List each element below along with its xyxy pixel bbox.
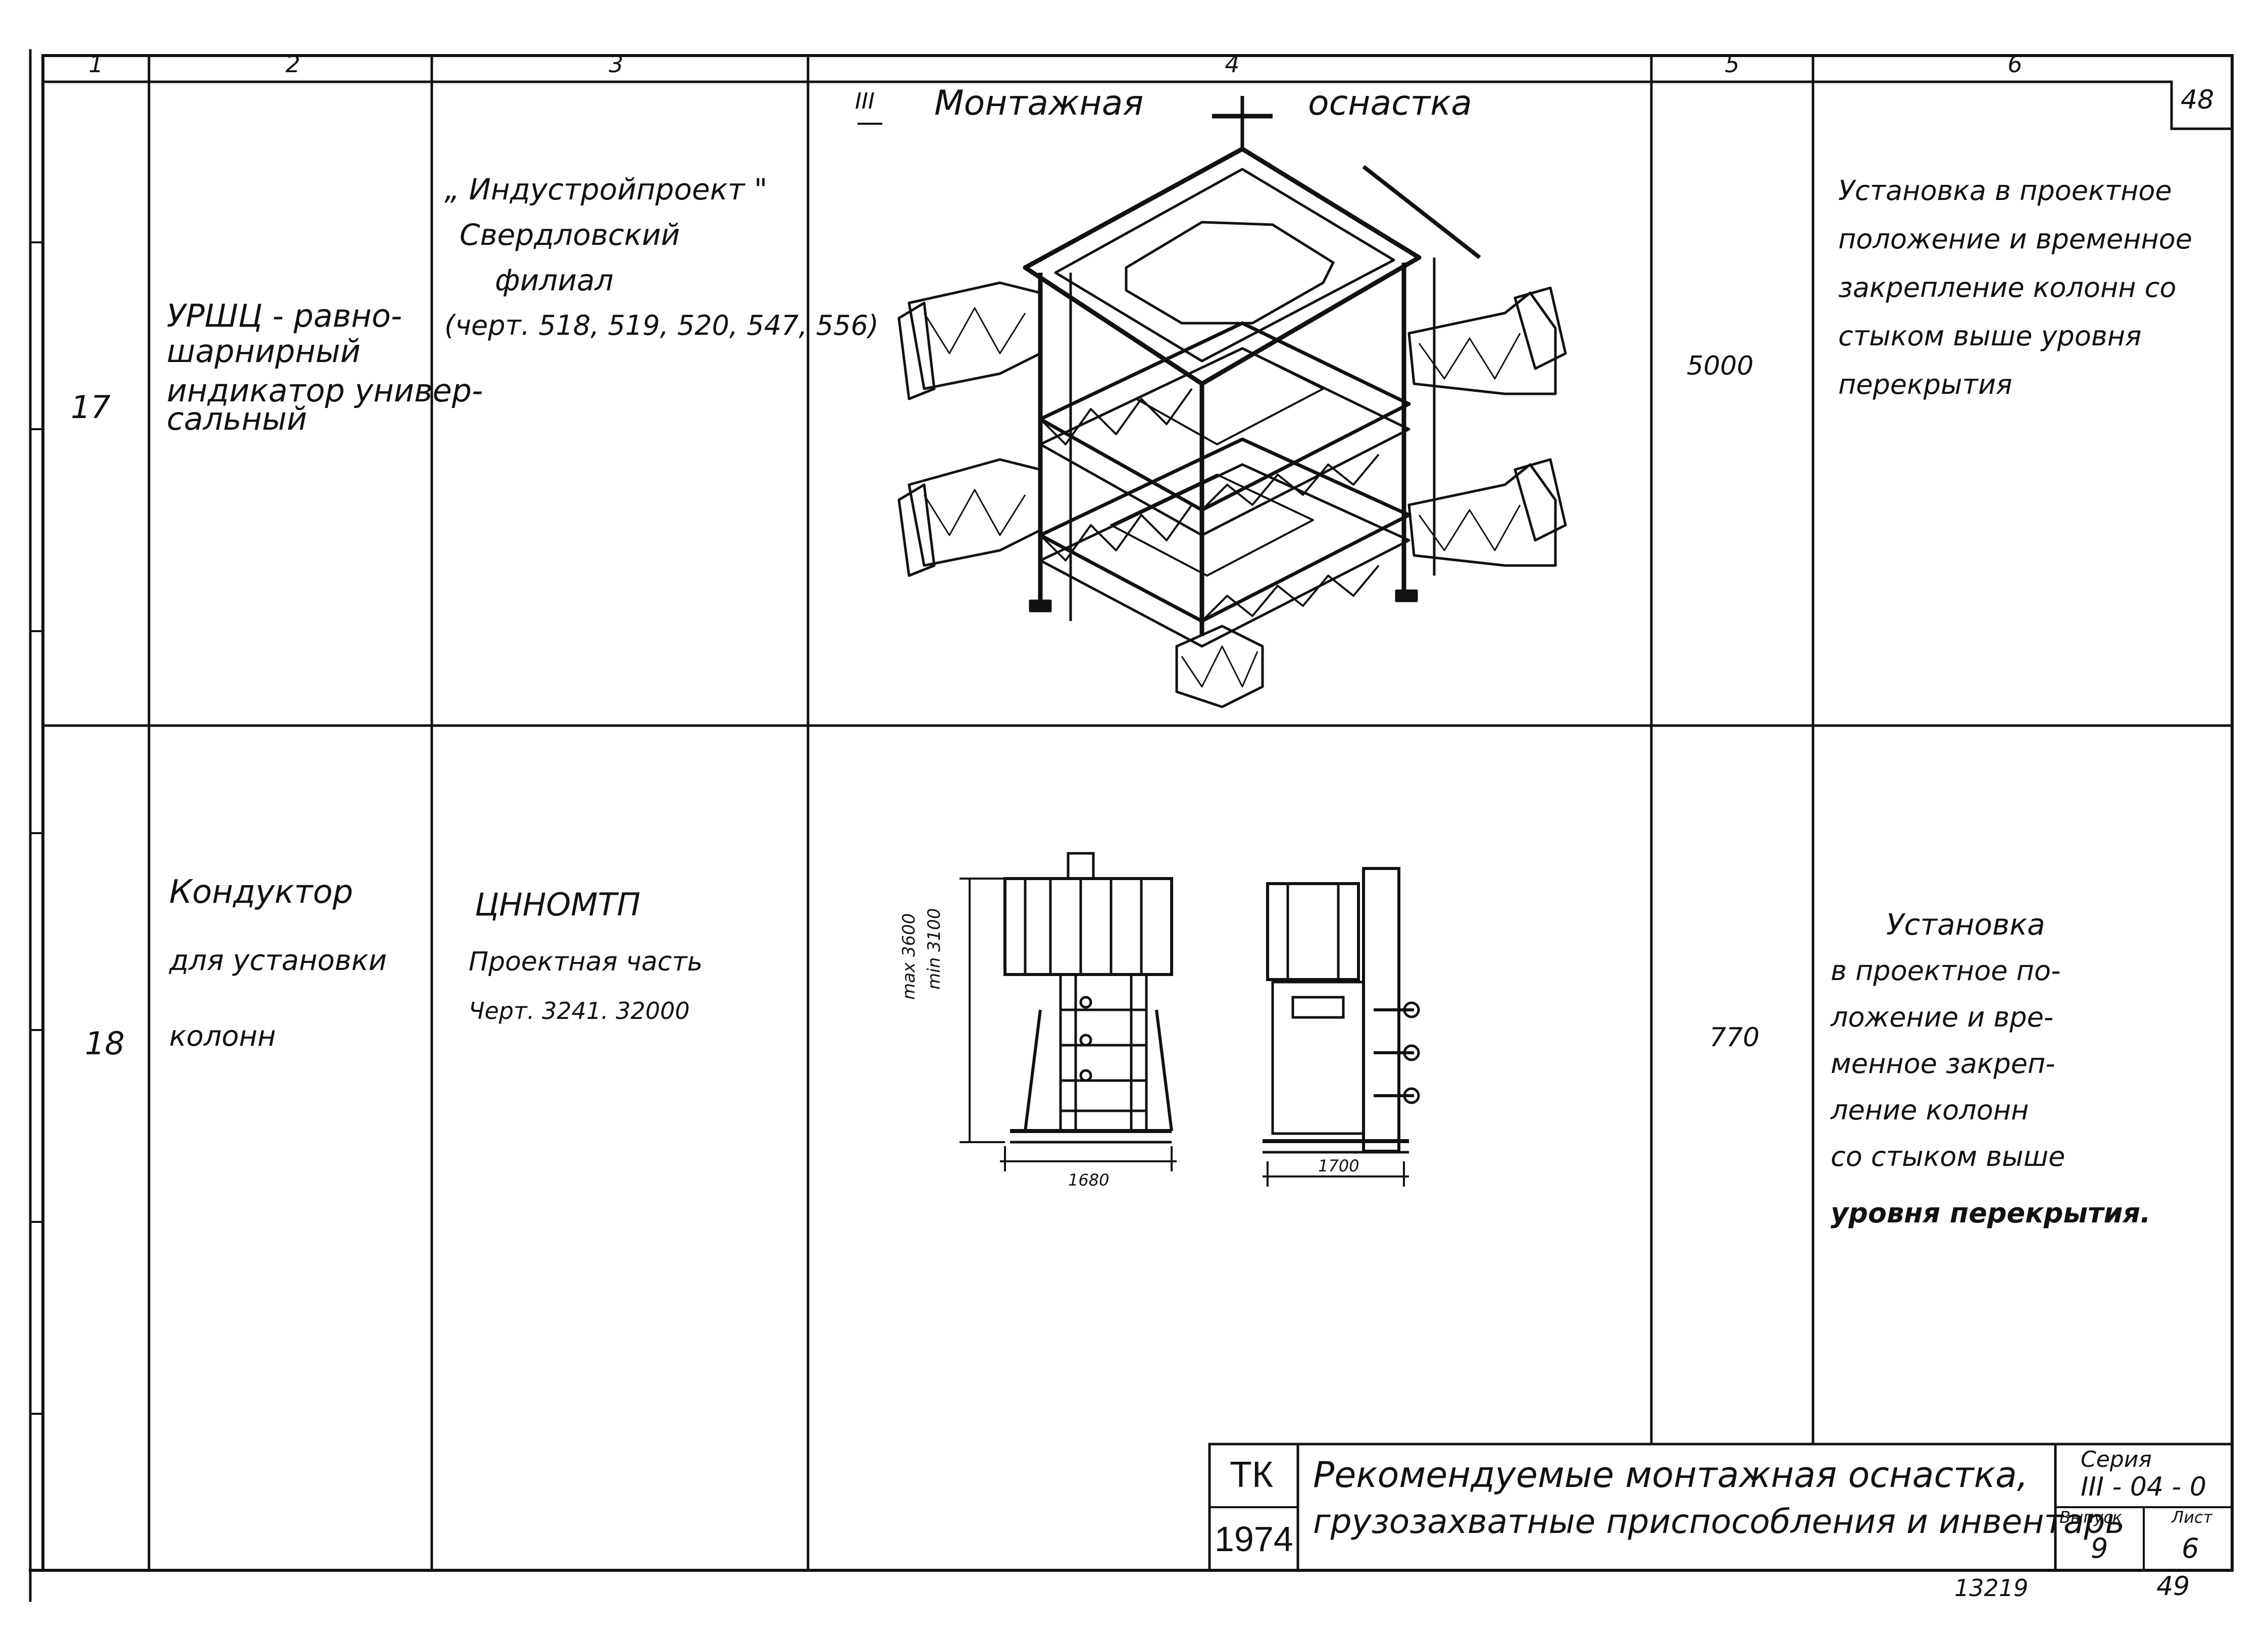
section-title-left: Монтажная	[934, 83, 1144, 123]
purpose-line: Установка	[1886, 907, 2045, 942]
row-17-name: УРШЦ - равно- шарнирный индикатор универ…	[167, 293, 483, 442]
purpose-line: ление колонн	[1831, 1094, 2029, 1126]
purpose-line: положение и временное	[1838, 223, 2192, 255]
name-line: для установки	[169, 944, 387, 977]
isometric-frame-drawing	[897, 96, 1567, 708]
source-line: ЦННОМТП	[475, 886, 641, 923]
footer-page-number: 49	[2156, 1571, 2190, 1602]
column-number-3: 3	[609, 50, 624, 78]
row-17-source: „ Индустройпроект " Свердловский филиал …	[444, 167, 879, 348]
sheet-corner-number: 48	[2181, 85, 2214, 115]
purpose-line: Установка в проектное	[1838, 175, 2172, 207]
row-18-source: ЦННОМТП Проектная часть Черт. 3241. 3200…	[469, 886, 702, 1024]
title-block-seria-label: Серия	[2081, 1447, 2152, 1472]
row-18-name: Кондуктор для установки колонн	[169, 874, 387, 1053]
row-17-quantity: 5000	[1687, 351, 1754, 381]
purpose-line: уровня перекрытия.	[1831, 1197, 2151, 1229]
row-number-17: 17	[71, 389, 111, 426]
title-block-title-line-1: Рекомендуемые монтажная оснастка,	[1313, 1454, 2029, 1496]
title-block-title-line-2: грузозахватные приспособления и инвентар…	[1313, 1502, 2125, 1541]
title-block-vypusk-value: 9	[2091, 1532, 2108, 1564]
purpose-line: со стыком выше	[1831, 1141, 2065, 1172]
footer-code: 13219	[1954, 1574, 2029, 1602]
title-block-vypusk-label: Выпуск	[2059, 1508, 2122, 1527]
title-block-year: 1974	[1215, 1519, 1293, 1559]
row-number-18: 18	[85, 1025, 125, 1062]
conductor-elevation-drawing	[960, 852, 1420, 1187]
purpose-line: перекрытия	[1838, 369, 2012, 400]
source-line: Свердловский	[460, 218, 680, 252]
name-line: сальный	[167, 400, 308, 437]
name-line: индикатор универ-	[167, 372, 483, 409]
title-block-list-value: 6	[2182, 1532, 2199, 1564]
source-line: Черт. 3241. 32000	[469, 997, 690, 1024]
section-title-right: оснастка	[1308, 83, 1472, 123]
title-block-list-label: Лист	[2172, 1508, 2213, 1527]
purpose-line: ложение и вре-	[1831, 1001, 2054, 1033]
source-line: филиал	[495, 263, 614, 297]
row-17-purpose: Установка в проектное положение и времен…	[1838, 167, 2192, 409]
name-line: УРШЦ - равно-	[167, 297, 402, 334]
column-number-1: 1	[88, 50, 104, 78]
name-line: колонн	[169, 1020, 276, 1053]
row-18-purpose: Установка в проектное по- ложение и вре-…	[1831, 901, 2151, 1237]
name-line: Кондуктор	[169, 874, 354, 911]
row-18-quantity: 770	[1709, 1022, 1760, 1053]
dimension-width-side: 1700	[1318, 1156, 1359, 1175]
title-block-tk: ТК	[1230, 1455, 1273, 1495]
column-number-5: 5	[1725, 50, 1740, 78]
name-line: шарнирный	[167, 333, 361, 370]
column-number-4: 4	[1225, 50, 1240, 78]
purpose-line: в проектное по-	[1831, 955, 2061, 987]
purpose-line: менное закреп-	[1831, 1048, 2055, 1080]
section-roman-numeral: III	[855, 88, 875, 114]
dimension-height-max: max 3600	[899, 913, 919, 1000]
source-line: Проектная часть	[469, 947, 703, 977]
source-line: (черт. 518, 519, 520, 547, 556)	[444, 310, 879, 341]
column-number-2: 2	[285, 50, 300, 78]
source-line: „ Индустройпроект "	[444, 172, 768, 207]
column-number-6: 6	[2007, 50, 2023, 78]
purpose-line: стыком выше уровня	[1838, 320, 2142, 352]
title-block-seria-value: III - 04 - 0	[2081, 1472, 2206, 1502]
dimension-width-front: 1680	[1068, 1170, 1110, 1190]
purpose-line: закрепление колонн со	[1838, 272, 2177, 303]
dimension-height-min: min 3100	[924, 908, 944, 990]
